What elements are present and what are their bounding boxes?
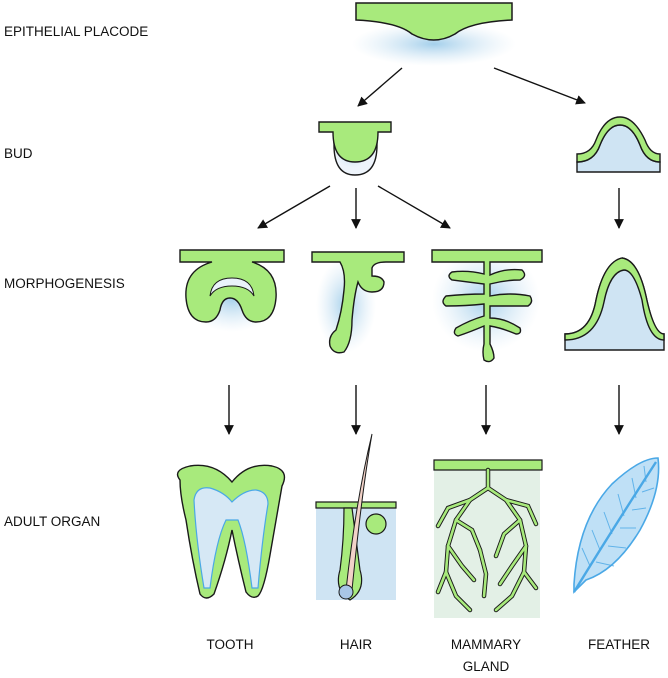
- arrow-bud-to-tooth: [257, 185, 331, 229]
- organ-label-mammary-gland: MAMMARY GLAND: [436, 634, 536, 678]
- tooth-adult-shape: [176, 464, 286, 599]
- mammary-morphogenesis-shape: [431, 248, 543, 363]
- arrow-placode-to-feather-bud: [493, 67, 586, 105]
- placode-shape: [352, 2, 516, 66]
- mammary-adult-shape: [433, 459, 543, 618]
- stage-label-morphogenesis: MORPHOGENESIS: [4, 276, 125, 291]
- organ-label-tooth: TOOTH: [206, 637, 254, 652]
- feather-bud-shape: [576, 116, 661, 173]
- hair-morphogenesis-shape: [311, 251, 405, 354]
- organ-label-mammary-line2: GLAND: [462, 659, 510, 674]
- feather-morphogenesis-shape: [564, 257, 665, 351]
- organ-label-mammary-line1: MAMMARY: [450, 637, 522, 652]
- stage-label-epithelial-placode: EPITHELIAL PLACODE: [4, 24, 149, 39]
- organ-label-hair: HAIR: [339, 637, 373, 652]
- arrow-placode-to-bud: [357, 67, 403, 107]
- hair-adult-shape: [315, 433, 397, 601]
- organ-label-feather: FEATHER: [587, 637, 650, 652]
- feather-adult-shape: [572, 457, 660, 594]
- tooth-morphogenesis-shape: [179, 249, 285, 332]
- stage-label-bud: BUD: [4, 146, 33, 161]
- stage-label-adult-organ: ADULT ORGAN: [4, 514, 101, 529]
- arrow-bud-to-mammary: [377, 185, 451, 229]
- bud-shape: [318, 121, 392, 176]
